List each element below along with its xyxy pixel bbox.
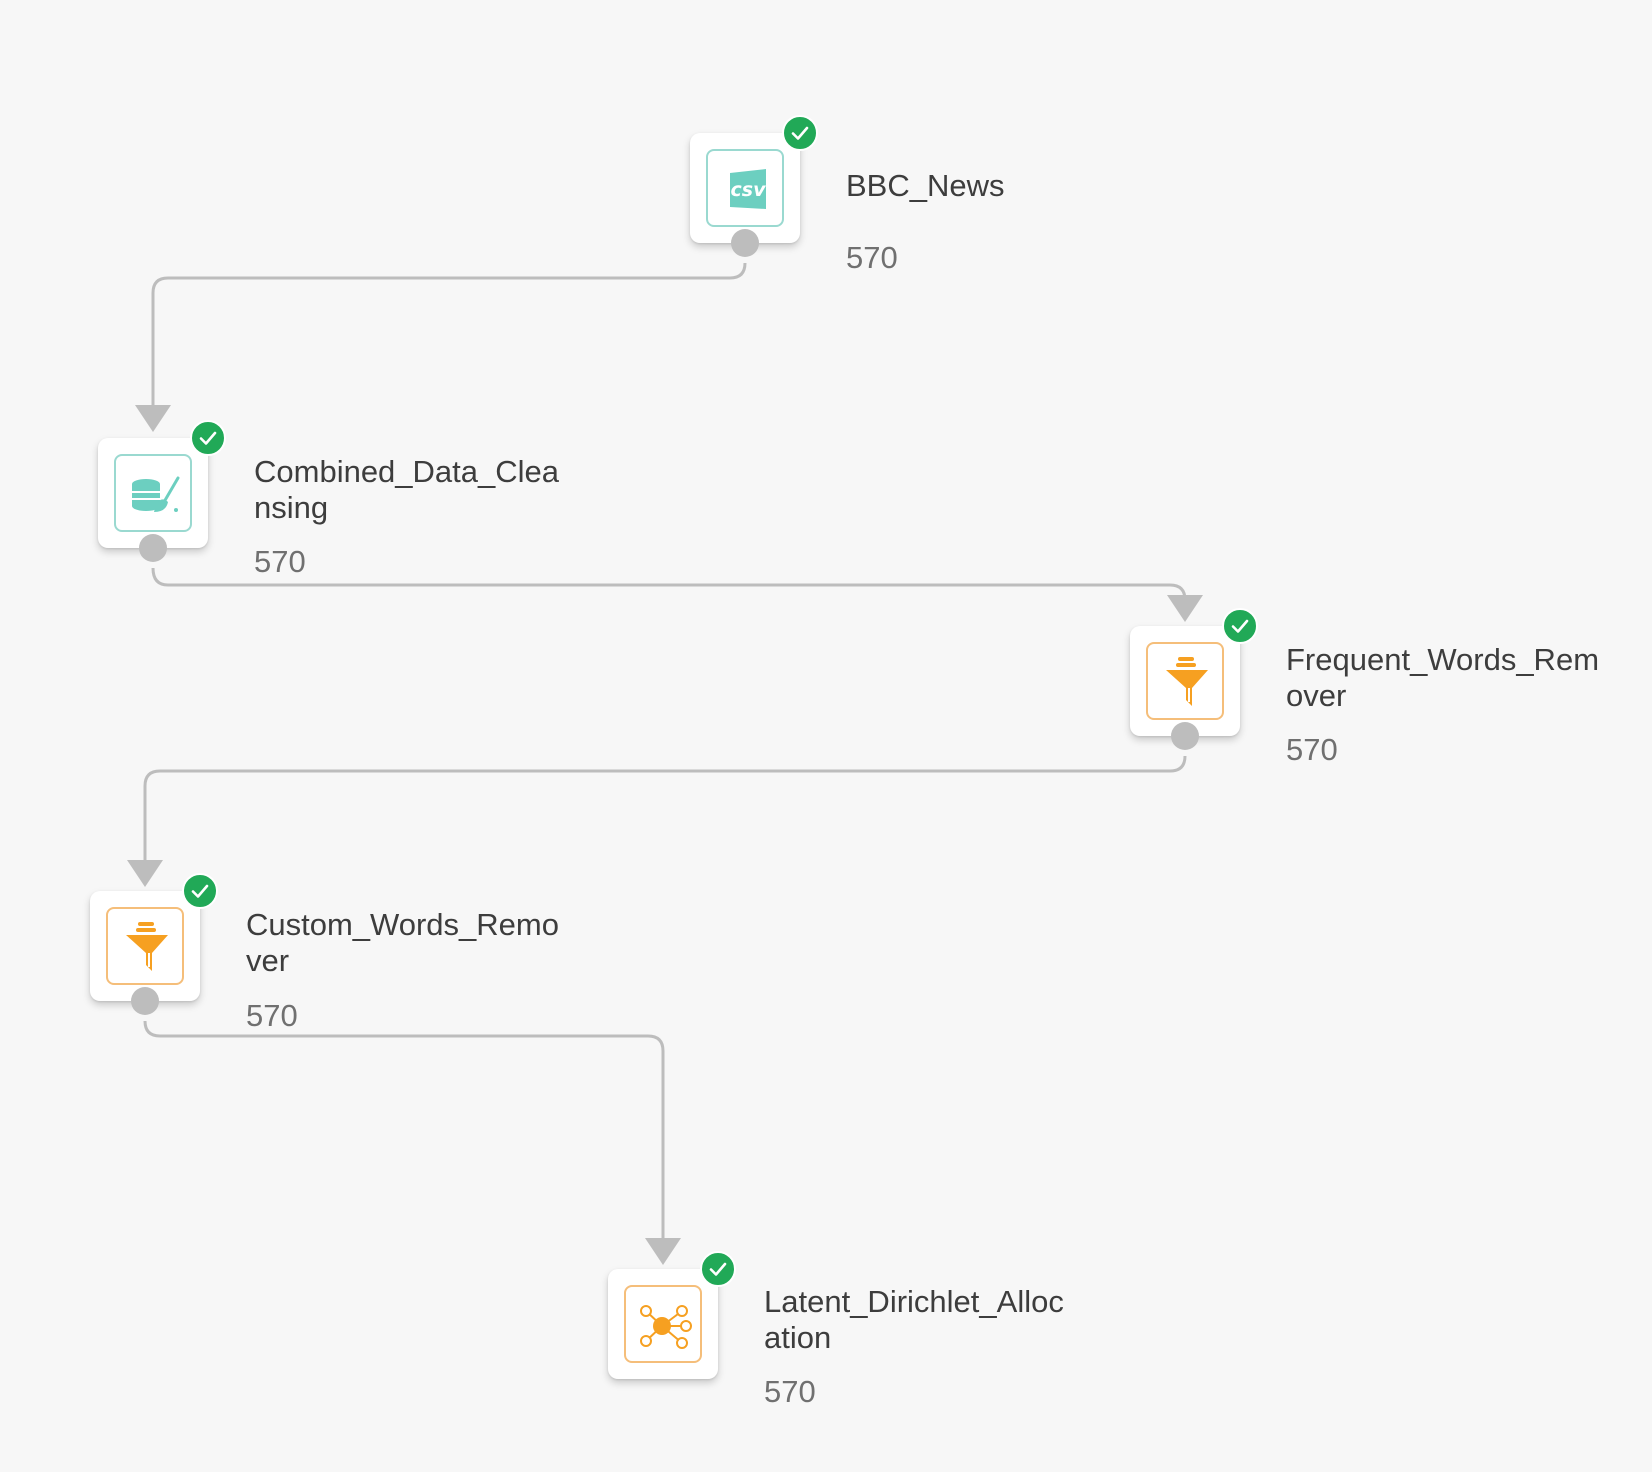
success-check-icon [182, 873, 218, 909]
database-broom-icon [114, 454, 192, 532]
edge-bbc-to-cleansing [151, 262, 747, 408]
node-row-count: 570 [1286, 732, 1338, 767]
output-port[interactable] [1171, 722, 1199, 750]
edge-arrowhead [127, 860, 163, 887]
node-custom-words-remover[interactable] [90, 873, 218, 1015]
node-name: Latent_Dirichlet_Alloc ation [764, 1284, 1064, 1355]
output-port[interactable] [131, 987, 159, 1015]
node-bbc-news[interactable]: csv [690, 115, 818, 257]
edge-custom-to-lda [143, 1020, 665, 1238]
success-check-icon [782, 115, 818, 151]
edge-arrowhead [645, 1238, 681, 1265]
success-check-icon [1222, 608, 1258, 644]
edge-arrowhead [135, 405, 171, 432]
network-nodes-icon [624, 1285, 702, 1363]
node-row-count: 570 [846, 240, 898, 275]
csv-file-icon: csv [706, 149, 784, 227]
success-check-icon [700, 1251, 736, 1287]
output-port[interactable] [731, 229, 759, 257]
node-frequent-words-remover[interactable] [1130, 608, 1258, 750]
funnel-icon [1146, 642, 1224, 720]
node-name: Frequent_Words_Rem over [1286, 642, 1600, 713]
node-latent-dirichlet-allocation[interactable] [608, 1251, 736, 1379]
node-name: Combined_Data_Clea nsing [254, 454, 560, 525]
edge-frequent-to-custom [143, 755, 1187, 860]
funnel-icon [106, 907, 184, 985]
node-name: BBC_News [846, 168, 1005, 203]
node-row-count: 570 [254, 544, 306, 579]
success-check-icon [190, 420, 226, 456]
csv-icon-text: csv [731, 179, 767, 201]
edge-cleansing-to-frequent [151, 567, 1187, 601]
node-combined-data-cleansing[interactable] [98, 420, 226, 562]
node-row-count: 570 [246, 998, 298, 1033]
edge-arrowhead [1167, 595, 1203, 622]
node-row-count: 570 [764, 1374, 816, 1409]
output-port[interactable] [139, 534, 167, 562]
node-name: Custom_Words_Remo ver [246, 907, 559, 978]
